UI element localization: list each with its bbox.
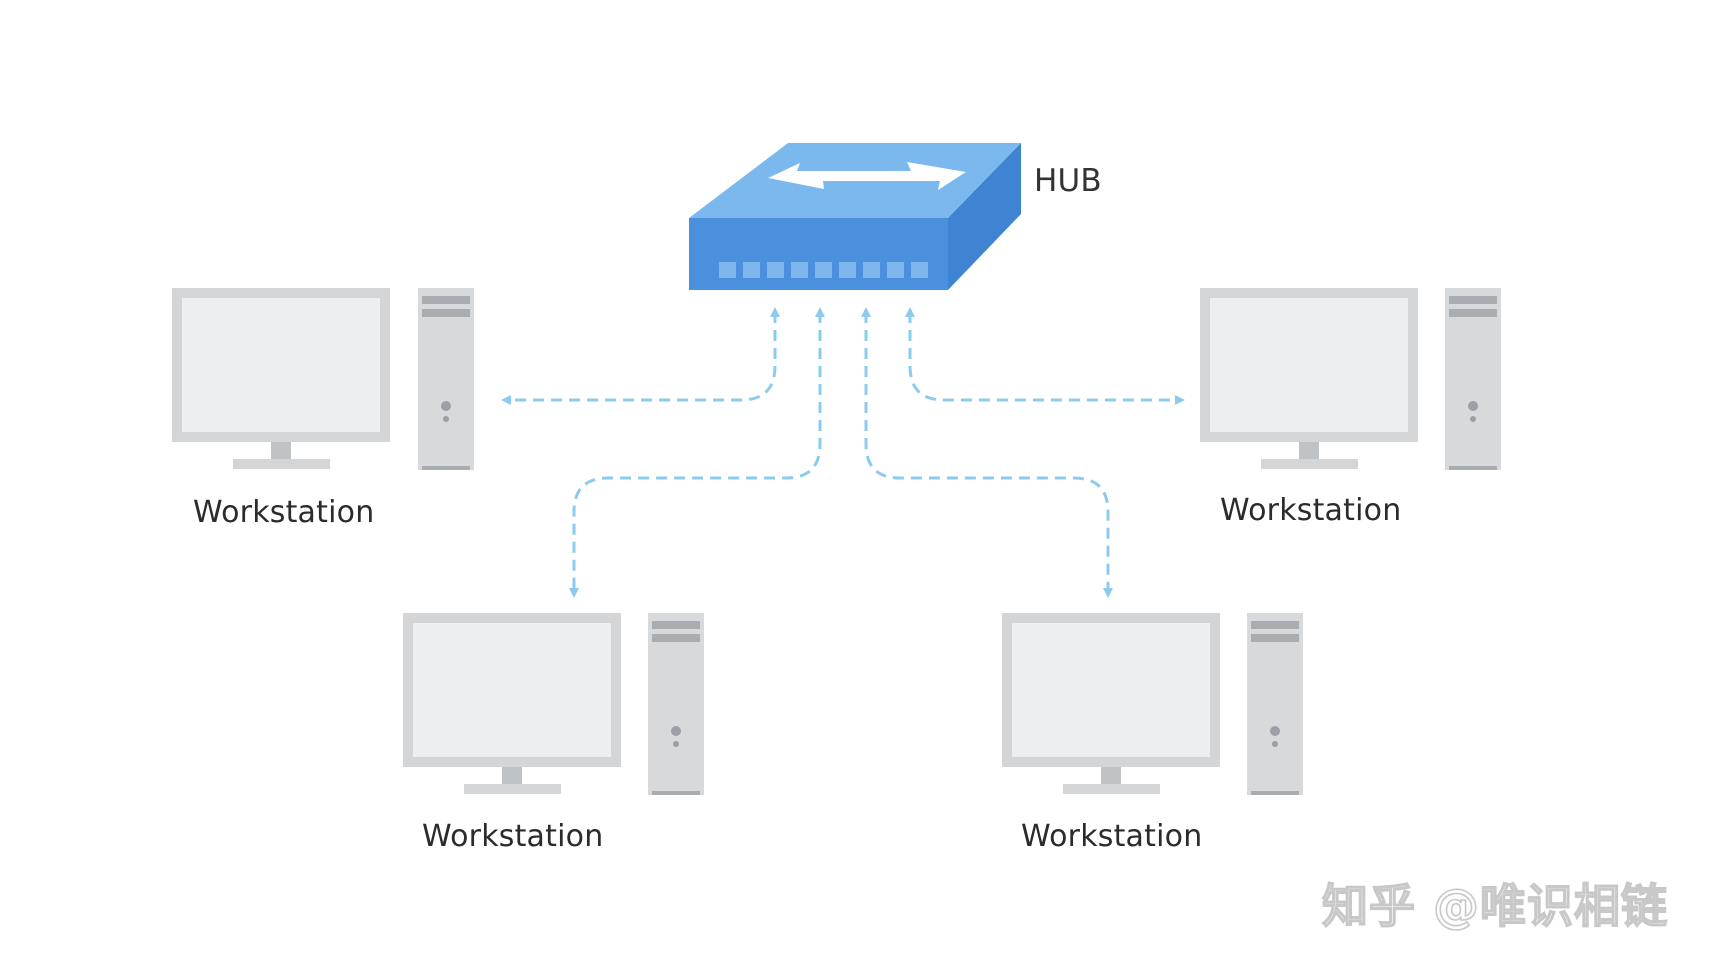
monitor-base [233,459,330,469]
connection-line-ws4 [861,307,1113,598]
tower-icon [1445,288,1501,470]
monitor-screen [1210,298,1408,432]
workstation-label-2: Workstation [1220,493,1402,528]
hub-side-face [948,143,1021,290]
hub-port [767,262,784,278]
tower-icon [648,613,704,795]
workstation-label-1: Workstation [193,495,375,530]
monitor-screen [1012,623,1210,757]
workstation-1 [172,288,474,470]
workstation-3 [403,613,704,795]
monitor-neck [1299,442,1319,462]
hub-port [719,262,736,278]
tower-icon [1247,613,1303,795]
monitor-base [1261,459,1358,469]
hub-label: HUB [1034,163,1102,199]
monitor-neck [1101,767,1121,787]
monitor-screen [413,623,611,757]
connection-lines [501,307,1185,598]
hub-ports [719,262,928,278]
connection-line-ws2 [905,307,1185,405]
hub-front-face [689,218,948,290]
tower-icon [418,288,474,470]
connection-line-ws1 [501,307,780,405]
connection-line-ws3 [569,307,825,598]
watermark: 知乎 @唯识相链 [1321,878,1669,934]
workstation-label-3: Workstation [422,819,604,854]
hub-port [815,262,832,278]
monitor-neck [502,767,522,787]
monitor-screen [182,298,380,432]
monitor-base [464,784,561,794]
hub-port [791,262,808,278]
hub-port [839,262,856,278]
workstation-2 [1200,288,1501,470]
hub-device [689,143,1021,290]
workstation-4 [1002,613,1303,795]
hub-port [863,262,880,278]
hub-port [911,262,928,278]
hub-port [743,262,760,278]
workstation-label-4: Workstation [1021,819,1203,854]
double-arrow-icon [768,162,966,190]
hub-port [887,262,904,278]
monitor-neck [271,442,291,462]
monitor-base [1063,784,1160,794]
